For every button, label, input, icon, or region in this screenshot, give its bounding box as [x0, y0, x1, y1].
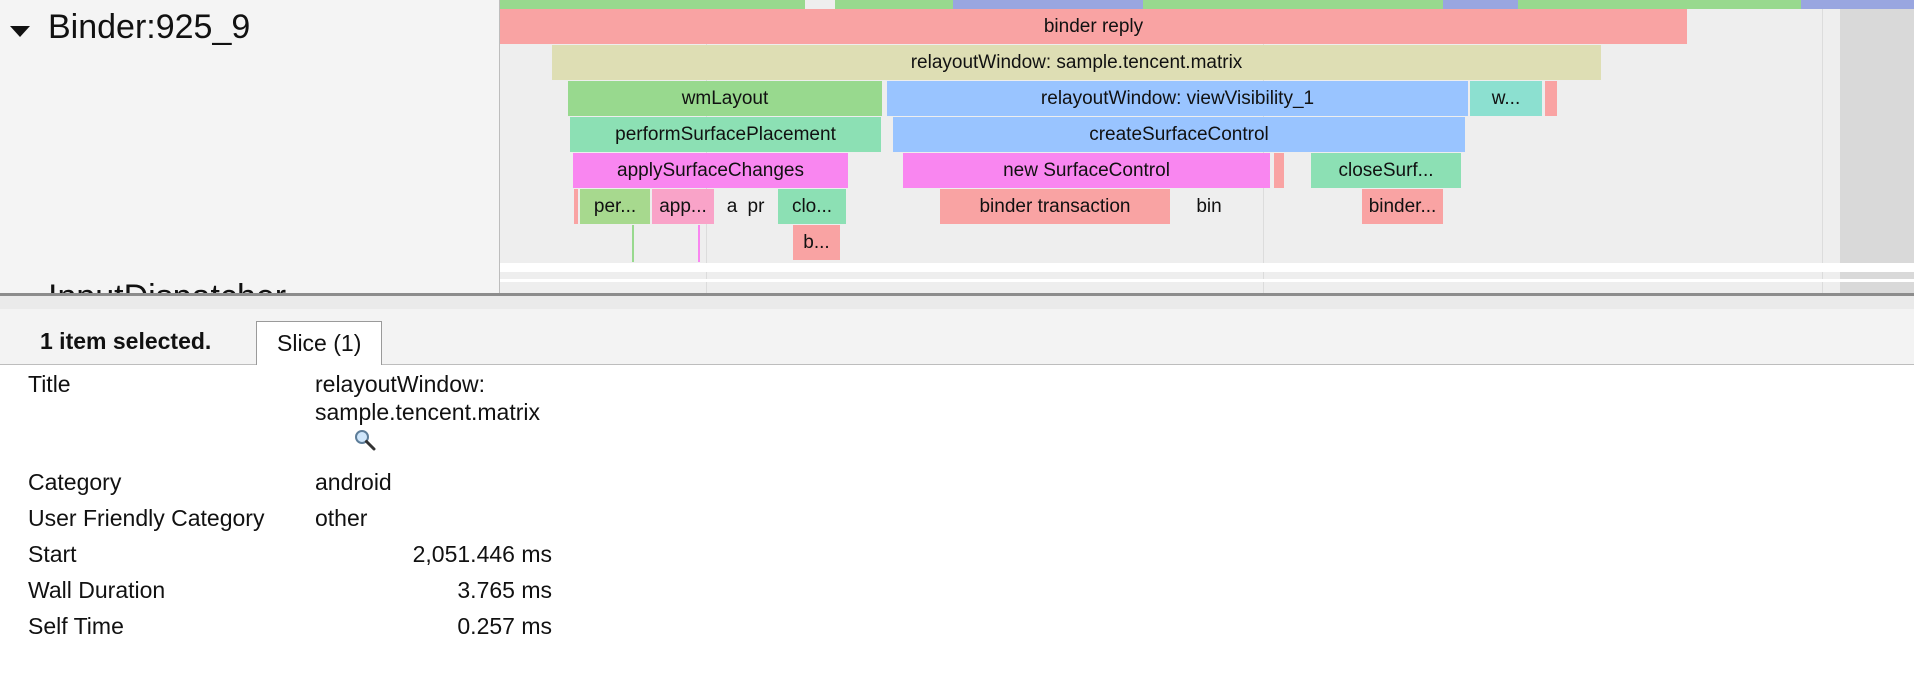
slice-a[interactable]: a: [722, 189, 742, 224]
lane-separator: [500, 279, 1914, 282]
magnifier-icon[interactable]: [354, 429, 376, 451]
category-label: Category: [28, 469, 122, 495]
slice-label: createSurfaceControl: [1089, 124, 1269, 145]
user-friendly-category-value: other: [315, 505, 368, 531]
wall-duration-label: Wall Duration: [28, 577, 166, 603]
slice-wm-layout[interactable]: wmLayout: [568, 81, 882, 116]
title-label: Title: [28, 371, 71, 397]
previous-lane-strip: [1143, 0, 1443, 9]
next-thread-track-label[interactable]: InputDispatcher: [48, 278, 286, 293]
grid-line: [1822, 0, 1823, 293]
panel-splitter[interactable]: [0, 293, 1914, 309]
title-value-line2: sample.tencent.matrix: [315, 399, 540, 425]
start-label: Start: [28, 541, 77, 567]
out-of-range-shade: [1840, 0, 1914, 293]
slice-label: binder...: [1368, 196, 1437, 217]
slice-close-surf[interactable]: closeSurf...: [1311, 153, 1461, 188]
slice-binder-truncated[interactable]: binder...: [1362, 189, 1443, 224]
previous-lane-strip: [953, 0, 1143, 9]
slice-bin[interactable]: bin: [1191, 189, 1227, 224]
slice-per-truncated[interactable]: per...: [580, 189, 650, 224]
start-value: 2,051.446 ms: [412, 541, 552, 567]
self-time-value: 0.257 ms: [457, 613, 552, 639]
track-label-pane: Binder:925_9 InputDispatcher: [0, 0, 500, 293]
slice-app-truncated[interactable]: app...: [652, 189, 714, 224]
previous-lane-strip: [1443, 0, 1518, 9]
wall-duration-value: 3.765 ms: [457, 577, 552, 603]
thread-track-label[interactable]: Binder:925_9: [48, 8, 251, 46]
previous-lane-strip: [500, 0, 805, 9]
slice-label: per...: [593, 196, 637, 217]
slice-binder-reply[interactable]: binder reply: [500, 9, 1687, 44]
previous-lane-strip: [1518, 0, 1801, 9]
slice-label: clo...: [791, 196, 833, 217]
slice-pr[interactable]: pr: [744, 189, 768, 224]
slice-label: app...: [659, 196, 707, 217]
small-slice[interactable]: [698, 225, 700, 262]
slice-create-surface-control[interactable]: createSurfaceControl: [893, 117, 1465, 152]
slice-relayout-window-matrix[interactable]: relayoutWindow: sample.tencent.matrix: [552, 45, 1601, 80]
timeline-view[interactable]: Binder:925_9 InputDispatcher binder repl…: [0, 0, 1914, 293]
small-slice[interactable]: [574, 189, 578, 224]
slice-label: w...: [1491, 88, 1521, 109]
slice-label: new SurfaceControl: [1003, 160, 1170, 181]
previous-lane-strip: [835, 0, 953, 9]
slice-track-area[interactable]: binder reply relayoutWindow: sample.tenc…: [500, 0, 1914, 293]
collapse-triangle-icon[interactable]: [10, 26, 30, 37]
small-slice[interactable]: [1545, 81, 1557, 116]
analysis-panel: 1 item selected. Slice (1) Title relayou…: [0, 309, 1914, 696]
slice-relayout-window-view-visibility[interactable]: relayoutWindow: viewVisibility_1: [887, 81, 1468, 116]
slice-binder-transaction[interactable]: binder transaction: [940, 189, 1170, 224]
slice-label: binder reply: [1043, 16, 1144, 37]
user-friendly-category-label: User Friendly Category: [28, 505, 265, 531]
slice-label: relayoutWindow: viewVisibility_1: [1040, 88, 1315, 109]
slice-perform-surface-placement[interactable]: performSurfacePlacement: [570, 117, 881, 152]
slice-label: performSurfacePlacement: [615, 124, 836, 145]
category-value: android: [315, 469, 392, 495]
tab-slice[interactable]: Slice (1): [256, 321, 383, 365]
slice-label: wmLayout: [681, 88, 769, 109]
slice-new-surface-control[interactable]: new SurfaceControl: [903, 153, 1270, 188]
analysis-tab-bar: 1 item selected. Slice (1): [0, 309, 1914, 365]
title-value-line1: relayoutWindow:: [315, 371, 486, 397]
lane-separator: [500, 263, 1914, 272]
slice-apply-surface-changes[interactable]: applySurfaceChanges: [573, 153, 848, 188]
small-slice[interactable]: [1274, 153, 1284, 188]
self-time-label: Self Time: [28, 613, 124, 639]
slice-label: a: [726, 196, 738, 217]
slice-b-truncated[interactable]: b...: [793, 225, 840, 260]
slice-clo-truncated[interactable]: clo...: [778, 189, 846, 224]
slice-label: binder transaction: [979, 196, 1131, 217]
slice-w-truncated[interactable]: w...: [1470, 81, 1542, 116]
slice-label: closeSurf...: [1338, 160, 1434, 181]
slice-label: b...: [803, 232, 830, 253]
slice-label: bin: [1196, 196, 1222, 217]
slice-label: relayoutWindow: sample.tencent.matrix: [910, 52, 1243, 73]
small-slice[interactable]: [632, 225, 634, 262]
slice-label: pr: [747, 196, 765, 217]
slice-label: applySurfaceChanges: [617, 160, 804, 181]
previous-lane-strip: [1801, 0, 1914, 9]
selection-count: 1 item selected.: [40, 328, 212, 354]
